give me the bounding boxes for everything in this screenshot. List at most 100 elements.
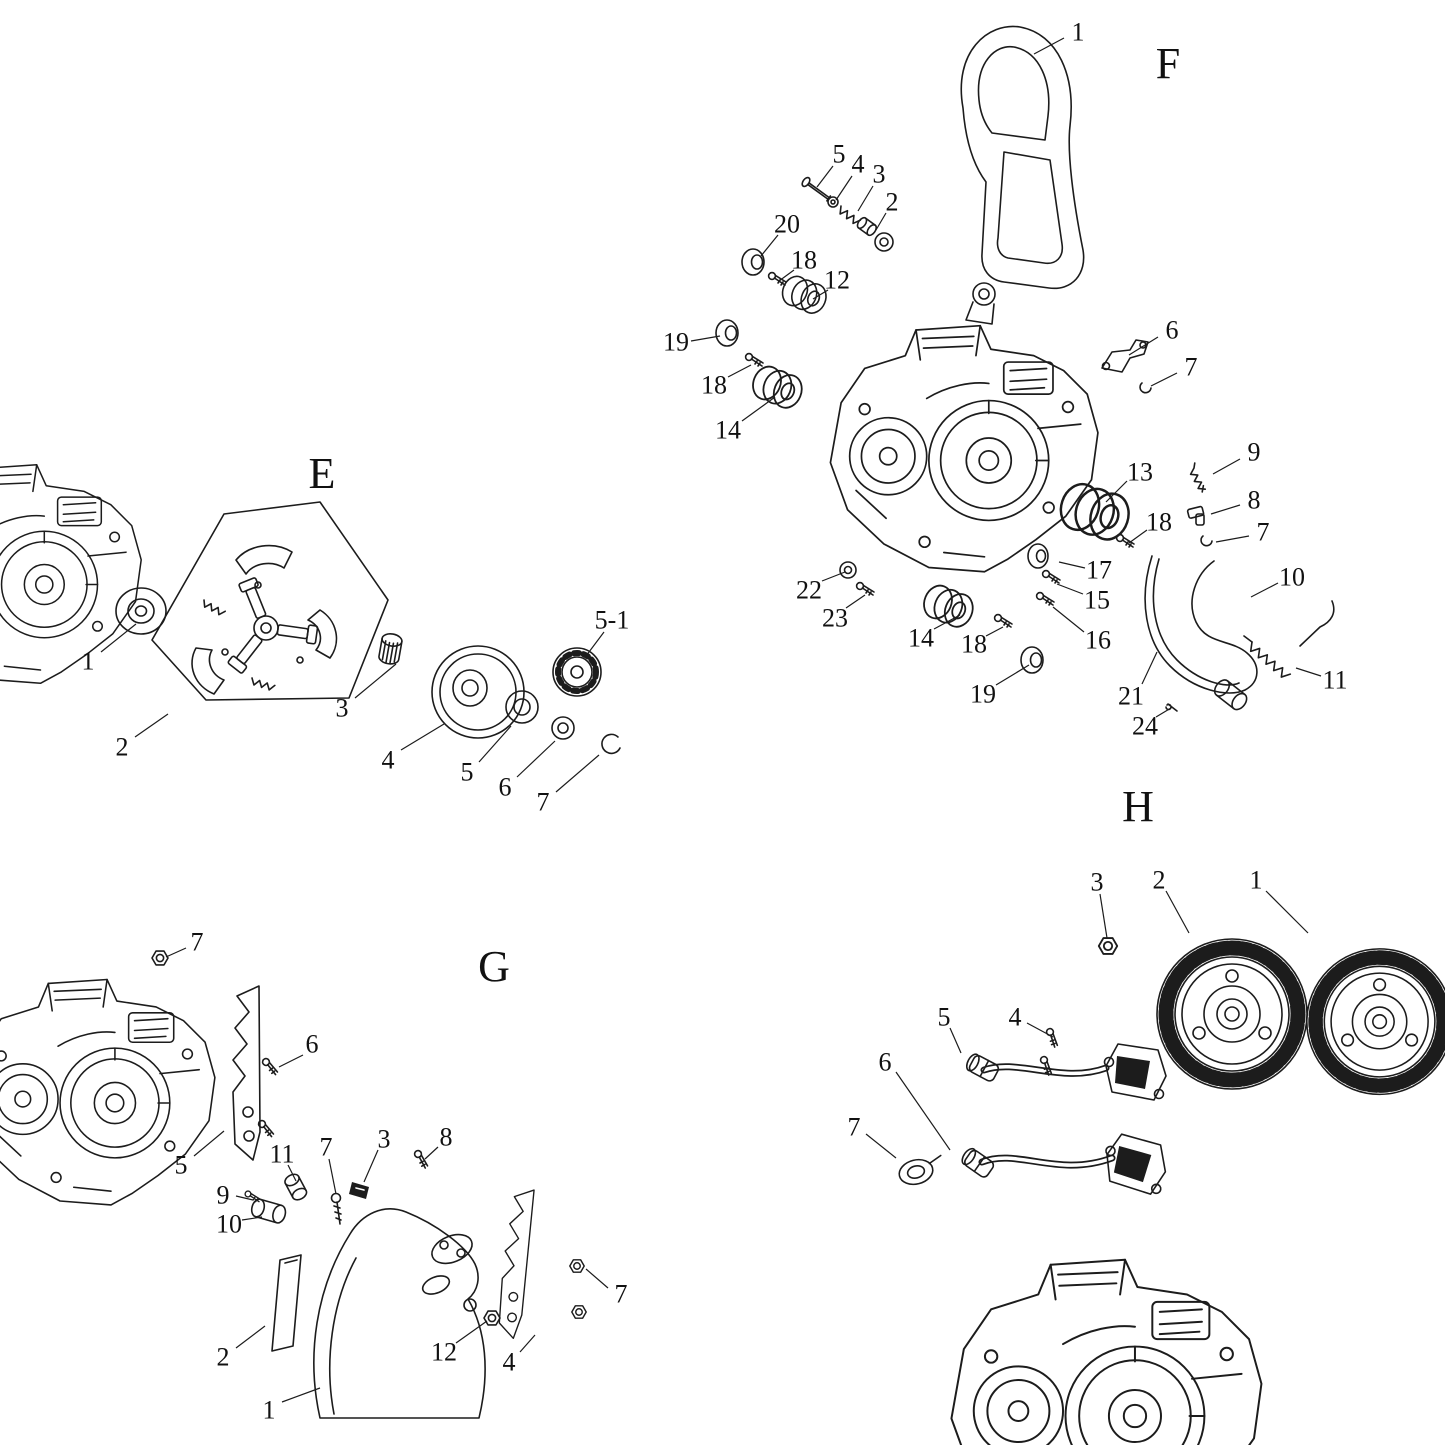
plug-wire-a-core — [982, 1065, 1108, 1076]
clip-7a — [1139, 382, 1152, 394]
leader-line-F-19 — [690, 335, 721, 342]
leader-line-E-7 — [555, 754, 600, 793]
leader-line-F-18 — [1128, 529, 1148, 544]
leader-line-G-11 — [287, 1164, 297, 1182]
leader-line-H-7 — [865, 1133, 897, 1159]
leader-line-G-9 — [235, 1195, 254, 1201]
part-number-F-15: 15 — [1084, 585, 1110, 614]
washer-22 — [839, 561, 857, 579]
leader-line-H-1 — [1265, 890, 1309, 934]
screw-6a — [259, 1056, 282, 1076]
clutch-kit-outline — [151, 501, 389, 701]
leader-line-F-3 — [857, 185, 874, 212]
leader-line-G-4 — [519, 1334, 536, 1353]
leader-line-G-7 — [165, 947, 187, 958]
leader-line-H-2 — [1165, 890, 1190, 934]
clutch-springs — [203, 599, 276, 691]
washer-5 — [505, 690, 539, 724]
part-number-G-10: 10 — [216, 1209, 242, 1238]
nut-7a — [151, 950, 169, 966]
leader-line-E-3 — [354, 663, 397, 699]
part-number-E-5-1: 5-1 — [595, 605, 630, 634]
grommet-7 — [898, 1154, 942, 1186]
part-number-G-3: 3 — [378, 1124, 391, 1153]
roller-11 — [284, 1173, 308, 1201]
part-number-G-11: 11 — [269, 1139, 294, 1168]
leader-line-F-8 — [1210, 504, 1241, 515]
part-number-F-24: 24 — [1132, 711, 1158, 740]
ignition-coil-a — [1103, 1043, 1167, 1101]
leader-line-F-23 — [845, 594, 866, 609]
flywheel-1 — [1307, 949, 1445, 1095]
pin-18b — [744, 352, 764, 367]
part-number-F-6: 6 — [1166, 315, 1179, 344]
leader-line-G-1 — [281, 1387, 321, 1403]
section-label-F: F — [1156, 39, 1180, 88]
part-number-G-7: 7 — [191, 927, 204, 956]
leader-line-F-18 — [985, 626, 1004, 637]
leader-line-F-1 — [1033, 37, 1065, 55]
leader-line-F-2 — [875, 212, 887, 231]
part-number-F-10: 10 — [1279, 562, 1305, 591]
engine-assembly-f — [829, 324, 1099, 573]
part-number-F-22: 22 — [796, 575, 822, 604]
part-number-G-7: 7 — [320, 1132, 333, 1161]
washer-6 — [551, 716, 575, 740]
part-number-E-4: 4 — [382, 745, 395, 774]
plug-wire-b-core — [980, 1156, 1114, 1167]
leader-line-G-3 — [363, 1149, 379, 1183]
spark-plug-cap-6 — [961, 1147, 995, 1178]
engine-assembly-h — [950, 1258, 1263, 1445]
part-number-F-20: 20 — [774, 209, 800, 238]
part-number-F-14: 14 — [908, 623, 934, 652]
leader-line-F-16 — [1052, 606, 1085, 633]
washer-1 — [115, 587, 167, 635]
leader-line-G-2 — [235, 1325, 266, 1349]
part-number-F-2: 2 — [886, 187, 899, 216]
leader-line-F-9 — [1212, 458, 1241, 475]
part-number-E-7: 7 — [537, 787, 550, 816]
section-label-G: G — [478, 942, 510, 991]
cap-19a — [715, 319, 739, 347]
part-number-H-2: 2 — [1153, 865, 1166, 894]
leader-line-G-5 — [193, 1130, 225, 1157]
nut-7d — [571, 1305, 587, 1319]
leader-line-H-5 — [949, 1027, 962, 1054]
leader-line-F-11 — [1295, 667, 1322, 677]
part-number-E-5: 5 — [461, 757, 474, 786]
leader-line-E-4 — [400, 723, 445, 751]
part-number-H-7: 7 — [848, 1112, 861, 1141]
screw-8 — [409, 1148, 433, 1170]
leader-line-F-18 — [727, 364, 752, 378]
leader-line-F-18 — [778, 269, 795, 282]
part-number-F-12: 12 — [824, 265, 850, 294]
leader-line-F-24 — [1155, 707, 1172, 718]
part-number-F-3: 3 — [873, 159, 886, 188]
ignition-coil-b — [1100, 1131, 1171, 1197]
tension-spring-11 — [1213, 600, 1335, 711]
leader-line-F-14 — [741, 396, 776, 422]
leader-line-H-4 — [1026, 1022, 1054, 1038]
throttle-link-6 — [1101, 339, 1149, 373]
bumper-spike-5 — [232, 985, 261, 1161]
leader-line-F-4 — [835, 175, 853, 201]
part-number-F-1: 1 — [1072, 17, 1085, 46]
part-number-E-6: 6 — [499, 772, 512, 801]
part-number-H-4: 4 — [1009, 1002, 1022, 1031]
leader-line-H-3 — [1099, 893, 1108, 939]
screw-4a — [1040, 1026, 1064, 1049]
part-number-F-5: 5 — [833, 139, 846, 168]
part-number-F-13: 13 — [1127, 457, 1153, 486]
cap-19b — [1020, 646, 1044, 674]
part-number-G-6: 6 — [306, 1029, 319, 1058]
part-number-F-19: 19 — [970, 679, 996, 708]
screw-16 — [1035, 591, 1055, 606]
leader-line-G-6 — [278, 1054, 304, 1068]
clutch-spider — [227, 577, 319, 674]
chain-catch-3 — [349, 1182, 369, 1199]
part-number-F-18: 18 — [791, 245, 817, 274]
part-number-G-4: 4 — [503, 1347, 516, 1376]
leader-line-F-7 — [1215, 535, 1250, 543]
part-number-F-8: 8 — [1248, 485, 1261, 514]
